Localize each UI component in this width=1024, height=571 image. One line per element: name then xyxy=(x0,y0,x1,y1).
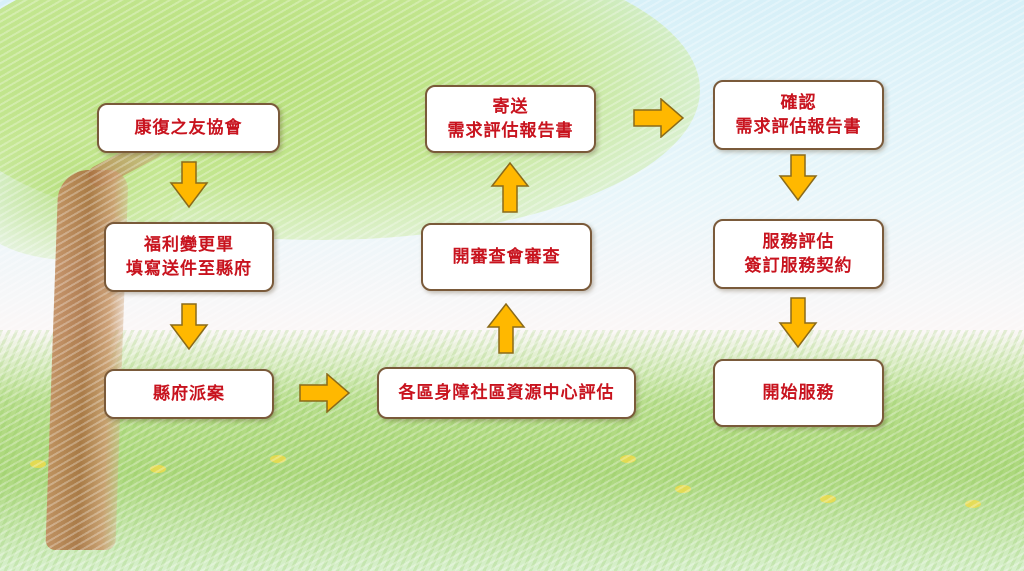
node-welfare-change-form: 福利變更單 填寫送件至縣府 xyxy=(104,222,274,292)
node-line: 康復之友協會 xyxy=(134,118,243,138)
node-line: 服務評估 xyxy=(762,232,835,252)
node-district-center-assessment: 各區身障社區資源中心評估 xyxy=(377,367,636,419)
arrow-right-icon xyxy=(633,98,685,138)
node-line: 縣府派案 xyxy=(153,384,225,404)
node-line: 福利變更單 xyxy=(144,235,234,255)
node-review-meeting: 開審查會審查 xyxy=(421,223,592,291)
flower xyxy=(965,500,981,508)
flower xyxy=(675,485,691,493)
node-send-report: 寄送 需求評估報告書 xyxy=(425,85,596,153)
node-line: 簽訂服務契約 xyxy=(744,256,853,276)
node-line: 開審查會審查 xyxy=(452,247,561,267)
node-confirm-report: 確認 需求評估報告書 xyxy=(713,80,884,150)
node-line: 需求評估報告書 xyxy=(735,117,862,137)
arrow-up-icon xyxy=(490,162,530,214)
arrow-down-icon xyxy=(169,161,209,209)
node-service-contract: 服務評估 簽訂服務契約 xyxy=(713,219,884,289)
flower xyxy=(620,455,636,463)
arrow-down-icon xyxy=(778,297,818,349)
flower xyxy=(820,495,836,503)
flower xyxy=(150,465,166,473)
node-line: 開始服務 xyxy=(762,383,835,403)
arrow-right-icon xyxy=(299,373,351,413)
node-county-dispatch: 縣府派案 xyxy=(104,369,274,419)
node-line: 需求評估報告書 xyxy=(447,121,574,141)
node-line: 寄送 xyxy=(492,97,529,117)
node-line: 填寫送件至縣府 xyxy=(126,259,252,279)
arrow-down-icon xyxy=(778,154,818,202)
flower xyxy=(30,460,46,468)
node-kangfu-association: 康復之友協會 xyxy=(97,103,280,153)
node-start-service: 開始服務 xyxy=(713,359,884,427)
node-line: 各區身障社區資源中心評估 xyxy=(398,383,615,403)
arrow-up-icon xyxy=(486,303,526,355)
node-line: 確認 xyxy=(780,93,817,113)
arrow-down-icon xyxy=(169,303,209,351)
flower xyxy=(270,455,286,463)
